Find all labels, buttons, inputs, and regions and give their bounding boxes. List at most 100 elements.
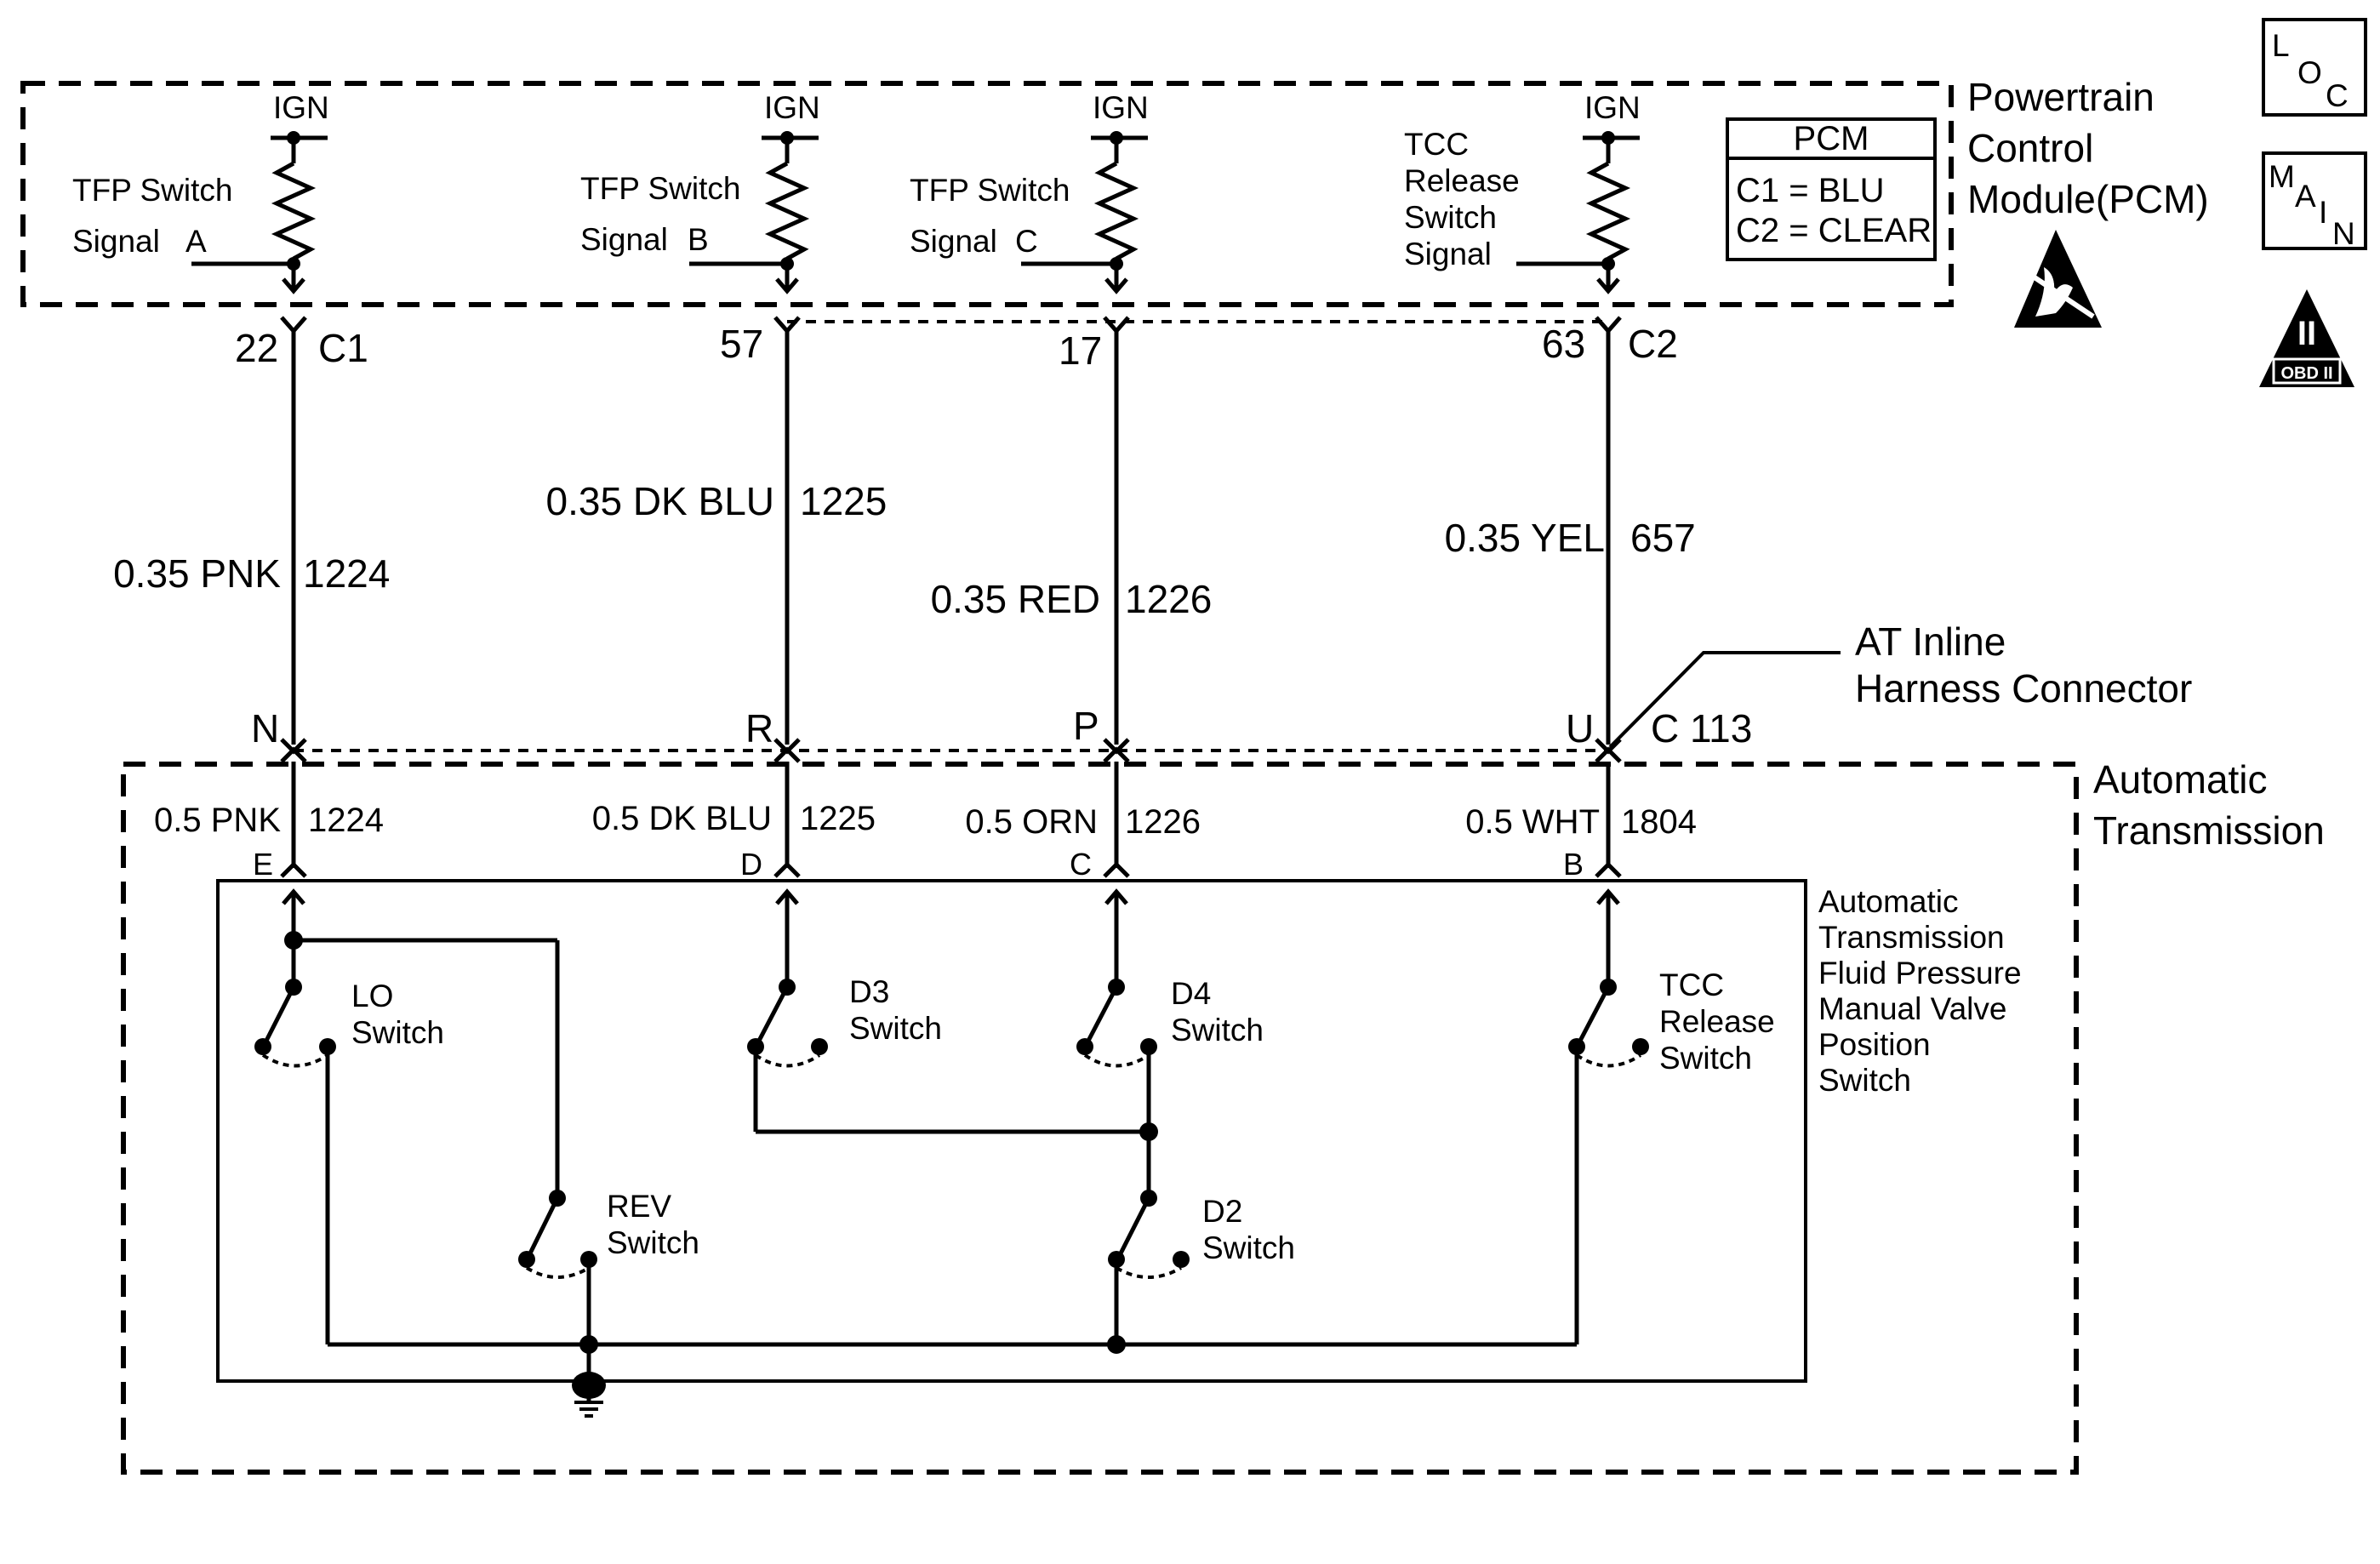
signal-label: Signal <box>910 224 997 259</box>
trans-pin-c: C <box>1070 847 1130 882</box>
pin-number: 17 <box>1059 328 1102 373</box>
wire-label: 0.5 DK BLU <box>592 800 772 837</box>
main-icon: M A I N <box>2262 151 2367 251</box>
signal-label: TCC <box>1404 127 1469 162</box>
svg-text:Switch: Switch <box>849 1011 942 1046</box>
legend-title: PCM <box>1794 120 1869 157</box>
d3-switch: D3 Switch <box>747 974 1149 1134</box>
svg-text:N: N <box>251 706 279 751</box>
ign-label: IGN <box>764 90 820 125</box>
wire-label: 0.35 DK BLU <box>546 479 774 523</box>
svg-text:Switch: Switch <box>1171 1013 1264 1047</box>
wire-circuit: 1225 <box>800 479 887 523</box>
pin-number: 57 <box>720 322 763 366</box>
assembly-label: Switch <box>1818 1063 1911 1098</box>
inline-pin-u: U <box>1566 706 1622 763</box>
lo-switch: LO Switch <box>254 931 557 1344</box>
signal-suffix: B <box>688 222 709 257</box>
signal-label: Signal <box>72 224 160 259</box>
wire-label: 0.5 ORN <box>965 803 1098 841</box>
svg-text:TCC: TCC <box>1659 968 1724 1002</box>
transmission-boundary <box>121 762 2079 1475</box>
ign-label: IGN <box>273 90 329 125</box>
inline-pin-n: N <box>251 706 307 763</box>
pcm-boundary <box>20 81 1954 307</box>
trans-pin-d: D <box>740 847 801 882</box>
pcm-circuit-a: IGN TFP Switch Signal A <box>72 90 329 294</box>
ground-bus <box>328 1335 1577 1381</box>
wire-label: 0.5 PNK <box>154 802 281 839</box>
signal-suffix: C <box>1015 224 1038 259</box>
pcm-pin-22: 22 C1 <box>235 316 368 370</box>
svg-text:E: E <box>253 847 273 882</box>
pcm-pin-17: 17 <box>1059 316 1130 373</box>
tcc-release-switch: TCC Release Switch <box>1568 968 1775 1344</box>
switch-assembly-box <box>216 879 1807 1383</box>
inline-connector-leader <box>1608 651 1841 749</box>
svg-text:Switch: Switch <box>1202 1230 1295 1265</box>
pcm-title-line2: Control <box>1967 126 2093 170</box>
transmission-title-2: Transmission <box>2093 808 2325 853</box>
wire-circuit: 657 <box>1630 516 1696 560</box>
svg-text:O: O <box>2297 55 2322 90</box>
ground-icon <box>572 1372 606 1418</box>
wire-circuit: 1225 <box>800 800 876 837</box>
connector-id: C2 <box>1628 322 1678 366</box>
wire-label: 0.35 PNK <box>113 551 281 596</box>
trans-pin-e: E <box>253 847 307 882</box>
signal-label: Release <box>1404 163 1520 198</box>
svg-text:Release: Release <box>1659 1004 1775 1039</box>
svg-text:Switch: Switch <box>351 1015 444 1050</box>
svg-text:U: U <box>1566 706 1594 751</box>
loc-icon: L O C <box>2262 18 2367 117</box>
connector-id: C1 <box>318 326 368 370</box>
trans-pin-b: B <box>1563 847 1622 882</box>
assembly-label: Automatic <box>1818 884 1959 919</box>
svg-text:D2: D2 <box>1202 1194 1242 1229</box>
svg-text:B: B <box>1563 847 1584 882</box>
svg-text:M: M <box>2269 159 2295 194</box>
assembly-label: Transmission <box>1818 920 2005 955</box>
svg-text:OBD II: OBD II <box>2280 364 2332 383</box>
inline-connector-label-1: AT Inline <box>1855 619 2006 664</box>
svg-text:R: R <box>745 706 773 751</box>
svg-text:L: L <box>2272 28 2290 63</box>
svg-text:I: I <box>2319 195 2327 230</box>
svg-text:REV: REV <box>607 1189 671 1224</box>
wire-label: 0.35 YEL <box>1445 516 1605 560</box>
inline-pin-p: P <box>1073 704 1130 763</box>
obd-ii-icon: II OBD II <box>2259 289 2354 387</box>
wire-circuit: 1804 <box>1621 803 1697 841</box>
pin-number: 22 <box>235 326 278 370</box>
d2-switch: D2 Switch <box>1108 1190 1295 1344</box>
svg-text:P: P <box>1073 704 1099 748</box>
assembly-label: Manual Valve <box>1818 991 2006 1026</box>
inline-connector-label-2: Harness Connector <box>1855 666 2192 711</box>
assembly-label: Fluid Pressure <box>1818 956 2022 990</box>
svg-text:D: D <box>740 847 762 882</box>
pcm-circuit-b: IGN TFP Switch Signal B <box>580 90 820 294</box>
pcm-title-line3: Module(PCM) <box>1967 177 2209 221</box>
svg-text:N: N <box>2332 216 2355 251</box>
ign-label: IGN <box>1093 90 1149 125</box>
signal-label: TFP Switch <box>580 171 740 206</box>
svg-text:LO: LO <box>351 979 393 1013</box>
esd-warning-icon <box>2014 230 2102 328</box>
svg-text:C: C <box>2326 78 2349 113</box>
svg-text:C: C <box>1070 847 1092 882</box>
legend-c1: C1 = BLU <box>1736 172 1885 209</box>
wire-circuit: 1226 <box>1125 577 1212 621</box>
transmission-title-1: Automatic <box>2093 757 2268 802</box>
svg-text:Switch: Switch <box>607 1225 699 1260</box>
pcm-pin-63: 63 C2 <box>1542 316 1678 366</box>
pcm-connector-legend: PCM C1 = BLU C2 = CLEAR <box>1726 117 1937 261</box>
wire-label: 0.5 WHT <box>1465 803 1600 841</box>
svg-text:A: A <box>2295 179 2316 214</box>
signal-label: TFP Switch <box>72 173 232 208</box>
inline-pin-r: R <box>745 706 801 763</box>
pcm-circuit-c: IGN TFP Switch Signal C <box>910 90 1149 294</box>
wire-circuit: 1224 <box>303 551 390 596</box>
pin-number: 63 <box>1542 322 1585 366</box>
wire-circuit: 1226 <box>1125 803 1201 841</box>
